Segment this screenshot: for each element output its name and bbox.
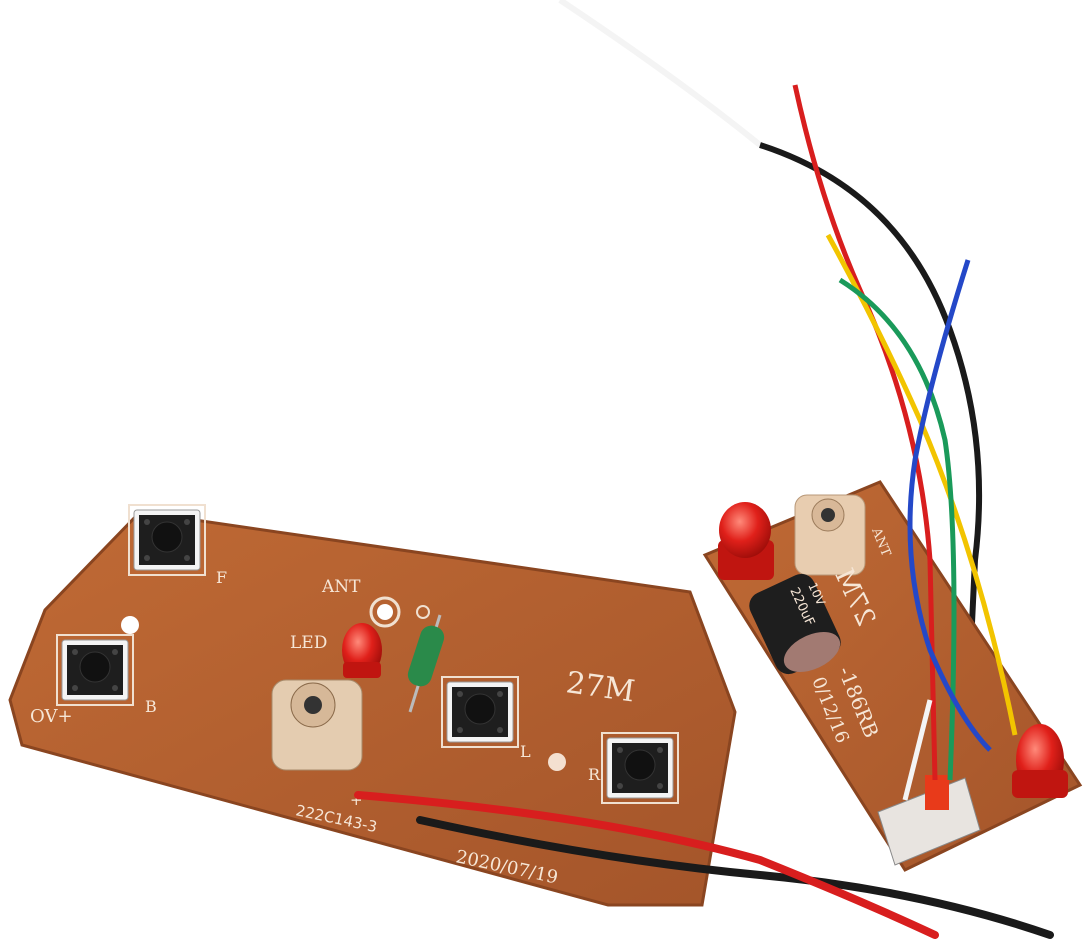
- left-transmitter-board: 27M ANT LED F B L R OV+ + 222C143-3 2020…: [8, 504, 1054, 939]
- button-right[interactable]: [601, 732, 679, 804]
- left-led: [342, 623, 382, 678]
- led-label: LED: [290, 633, 327, 653]
- b-label: B: [145, 697, 157, 716]
- l-label: L: [520, 742, 531, 761]
- right-led-top: [718, 502, 774, 580]
- button-back[interactable]: [56, 634, 134, 706]
- inductor: [407, 614, 445, 713]
- capacitor: 220uF 10V: [749, 573, 841, 675]
- f-label: F: [216, 568, 227, 587]
- slide-switch: [877, 775, 981, 866]
- button-forward[interactable]: [128, 504, 206, 576]
- left-ant-label: ANT: [321, 577, 361, 597]
- mount-hole: [548, 753, 566, 771]
- power-label: OV+: [30, 706, 73, 727]
- right-led-bottom: [1012, 724, 1068, 798]
- r-label: R: [588, 765, 601, 784]
- mount-hole: [121, 616, 139, 634]
- right-antenna-coil: [794, 494, 866, 576]
- antenna-wire: [558, 0, 983, 771]
- right-receiver-board: 220uF 10V 27M -186RB 0/12/16 ANT: [702, 84, 1083, 872]
- left-antenna-coil: [271, 679, 363, 771]
- button-left[interactable]: [441, 676, 519, 748]
- right-board-wires: [792, 84, 1018, 801]
- power-wires: [354, 791, 1054, 939]
